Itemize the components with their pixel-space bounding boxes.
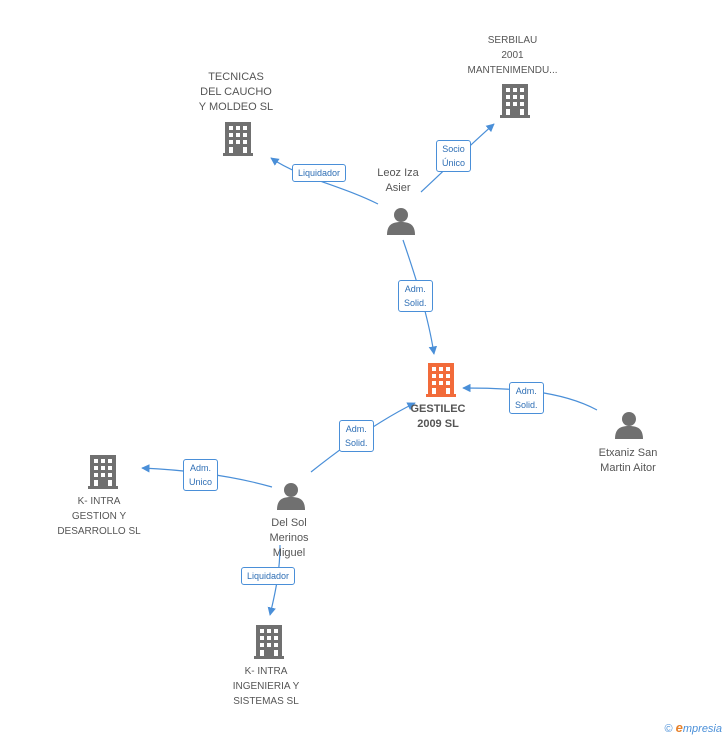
person-icon xyxy=(387,208,415,235)
node-tecnicas-label[interactable]: TECNICAS DEL CAUCHO Y MOLDEO SL xyxy=(198,71,274,113)
node-kintra-gestion-label[interactable]: K- INTRA GESTION Y DESARROLLO SL xyxy=(57,496,141,537)
edge-badge-liquidador: Liquidador xyxy=(292,164,347,182)
edge-badge-socio-unico: Socio Único xyxy=(436,140,472,172)
copyright-symbol: © xyxy=(664,723,673,735)
edge-badge-adm-solid: Adm. Solid. xyxy=(509,382,544,414)
node-serbilau-label[interactable]: SERBILAU 2001 MANTENIMENDU... xyxy=(467,35,558,76)
building-icon xyxy=(88,455,118,489)
building-icon xyxy=(500,84,530,118)
node-etxaniz-label[interactable]: Etxaniz San Martin Aitor xyxy=(598,447,658,474)
edge-badge-adm-solid: Adm. Solid. xyxy=(339,420,374,452)
person-icon xyxy=(277,483,305,510)
node-delsol-label[interactable]: Del Sol Merinos Miguel xyxy=(269,517,309,559)
edge-badge-liquidador: Liquidador xyxy=(241,567,296,585)
edge-badge-adm-solid: Adm. Solid. xyxy=(398,280,433,312)
brand-logo-e: e xyxy=(675,720,683,735)
node-gestilec-label[interactable]: GESTILEC 2009 SL xyxy=(410,403,466,430)
brand-logo-text: mpresia xyxy=(682,723,722,735)
edge-badge-adm-unico: Adm. Unico xyxy=(183,459,219,491)
node-leoz-label[interactable]: Leoz Iza Asier xyxy=(377,167,419,194)
person-icon xyxy=(615,412,643,439)
brand-footer[interactable]: © empresia xyxy=(664,720,722,735)
node-kintra-ing-label[interactable]: K- INTRA INGENIERIA Y SISTEMAS SL xyxy=(232,666,300,707)
building-icon xyxy=(254,625,284,659)
building-icon xyxy=(426,363,456,397)
building-icon xyxy=(223,122,253,156)
